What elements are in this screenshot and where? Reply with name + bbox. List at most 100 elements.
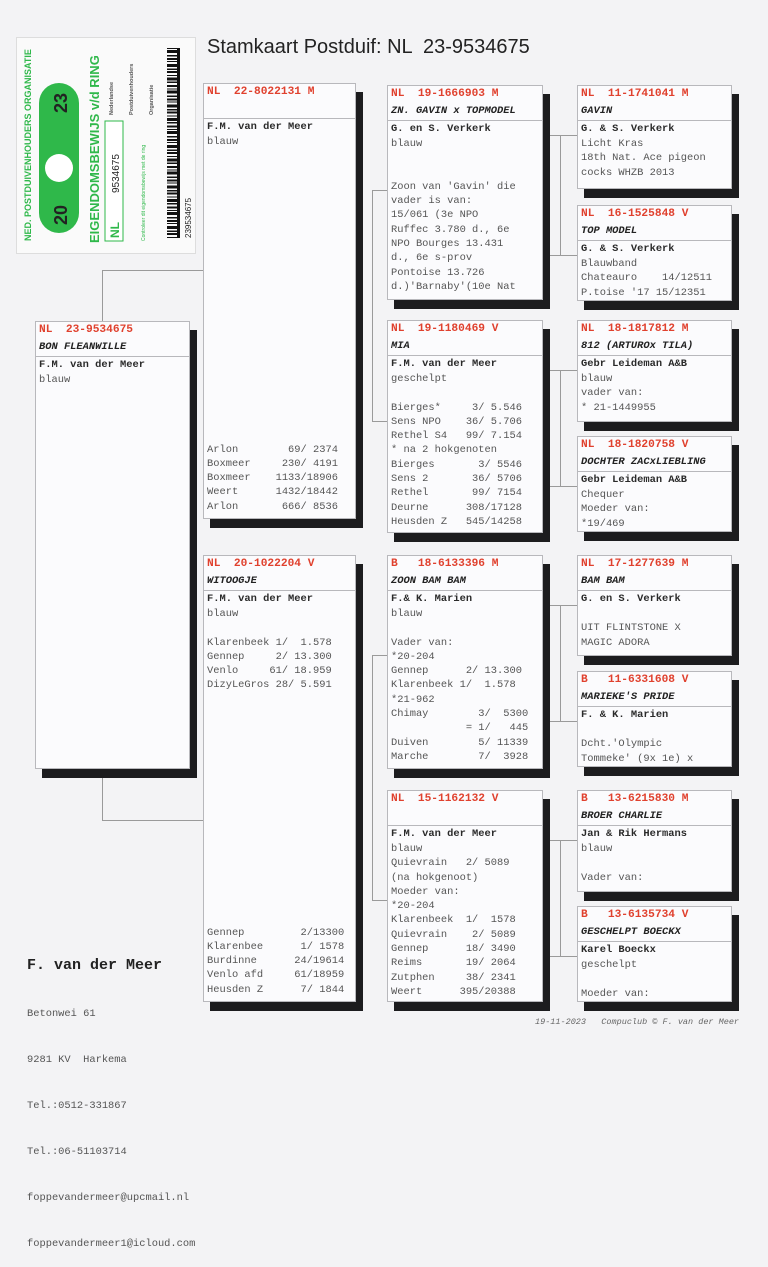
result-line: Weert 1432/18442 xyxy=(207,486,338,499)
owner: G. en S. Verkerk xyxy=(391,123,491,135)
barcode-bar xyxy=(167,162,177,164)
result-line: Boxmeer 230/ 4191 xyxy=(207,457,338,470)
result-line: Arlon 666/ 8536 xyxy=(207,500,338,513)
pigeon-name: TOP MODEL xyxy=(581,225,638,237)
barcode-bar xyxy=(167,190,177,192)
card-line: Klarenbeek 1/ 1.578 xyxy=(207,636,332,649)
barcode-bar xyxy=(167,158,177,162)
barcode-bar xyxy=(167,196,177,198)
barcode-bar xyxy=(167,58,177,60)
barcode-number: 239534675 xyxy=(184,197,193,238)
barcode-bar xyxy=(167,109,177,111)
card-line: Pontoise 13.726 xyxy=(391,266,485,279)
npo-line-1: Nederlandse xyxy=(109,82,115,115)
ring-number: B 13-6135734 V xyxy=(581,909,689,921)
owner: Gebr Leideman A&B xyxy=(581,474,688,486)
barcode-bar xyxy=(167,129,177,130)
card-line xyxy=(388,621,542,635)
address-line: Betonwei 61 xyxy=(27,1008,96,1021)
barcode-bar xyxy=(167,223,177,224)
barcode-bar xyxy=(167,142,177,143)
card-line: 15/061 (3e NPO xyxy=(391,209,479,222)
connector xyxy=(541,370,577,371)
phone: Tel.:0512-331867 xyxy=(27,1099,127,1112)
card-line: blauw xyxy=(39,374,71,386)
lion-emblem-icon xyxy=(45,154,73,182)
card-line xyxy=(578,607,731,621)
barcode-bar xyxy=(167,152,177,154)
card-line: Zoon van 'Gavin' die xyxy=(391,180,516,193)
barcode-bar xyxy=(167,185,177,189)
ring-number: NL 17-1277639 M xyxy=(581,558,689,570)
card-line: Klarenbeek 1/ 1578 xyxy=(391,914,516,927)
barcode-bar xyxy=(167,136,177,138)
card-line xyxy=(388,386,542,400)
ring-number: NL 23-9534675 xyxy=(39,324,133,336)
card-line: Dcht.'Olympic xyxy=(581,738,663,751)
page-title: Stamkaart Postduif: NL 23-9534675 xyxy=(207,36,530,58)
card-header: NL 22-8022131 M xyxy=(204,84,355,119)
pigeon-name: BAM BAM xyxy=(581,575,625,587)
connector xyxy=(541,255,577,256)
card-line xyxy=(204,621,355,635)
barcode-bar xyxy=(167,68,177,70)
owner: F.M. van der Meer xyxy=(207,121,314,133)
ring-number: B 18-6133396 M xyxy=(391,558,499,570)
connector xyxy=(541,721,577,722)
card-line: Blauwband xyxy=(581,258,638,270)
barcode-bar xyxy=(167,71,177,73)
card-line: Klarenbeek 1/ 1.578 xyxy=(391,679,516,692)
connector xyxy=(560,840,561,956)
card-line: vader is van: xyxy=(391,195,473,208)
barcode-bar xyxy=(167,237,177,238)
barcode-bar xyxy=(167,48,177,49)
card-line: blauw xyxy=(207,136,239,148)
card-line: vader van: xyxy=(581,387,644,400)
card-line: * 21-1449955 xyxy=(581,401,656,414)
card-line xyxy=(578,972,731,986)
ring-country: NL xyxy=(108,222,122,238)
card-line: d., 6e s-prov xyxy=(391,252,473,265)
ring-org-text: NED. POSTDUIVENHOUDERS ORGANISATIE xyxy=(23,49,33,241)
ring-number: NL 15-1162132 V xyxy=(391,793,499,805)
pigeon-name: ZOON BAM BAM xyxy=(391,575,466,587)
result-line: Arlon 69/ 2374 xyxy=(207,443,338,456)
card-line: Gennep 2/ 13.300 xyxy=(207,650,332,663)
card-line: UIT FLINTSTONE X xyxy=(581,622,681,635)
pigeon-name: WITOOGJE xyxy=(207,575,257,587)
card-line: MAGIC ADORA xyxy=(581,636,650,649)
owner: F.M. van der Meer xyxy=(39,359,146,371)
email: foppevandermeer@upcmail.nl xyxy=(27,1191,190,1204)
ring-year-a: 20 xyxy=(51,205,71,225)
owner: G. & S. Verkerk xyxy=(581,123,675,135)
ring-number: NL 18-1820758 V xyxy=(581,439,689,451)
card-header: NL 15-1162132 V xyxy=(388,791,542,826)
owner: Karel Boeckx xyxy=(581,944,656,956)
barcode-bar xyxy=(167,176,177,178)
connector xyxy=(541,486,577,487)
barcode-bar xyxy=(167,139,177,141)
breeder-name: F. van der Meer xyxy=(27,956,163,974)
barcode-bar xyxy=(167,85,177,87)
card-line: Moeder van: xyxy=(391,885,460,898)
card-line: Gennep 2/ 13.300 xyxy=(391,665,522,678)
card-line: cocks WHZB 2013 xyxy=(581,166,675,179)
pigeon-name: ZN. GAVIN x TOPMODEL xyxy=(391,105,516,117)
pigeon-name: GAVIN xyxy=(581,105,613,117)
barcode-bar xyxy=(167,210,177,211)
owner: F. & K. Marien xyxy=(581,709,669,721)
card-line: *19/469 xyxy=(581,517,625,530)
barcode-bar xyxy=(167,206,177,209)
npo-line-3: Organisatie xyxy=(149,85,155,115)
card-line: Zutphen 38/ 2341 xyxy=(391,971,516,984)
